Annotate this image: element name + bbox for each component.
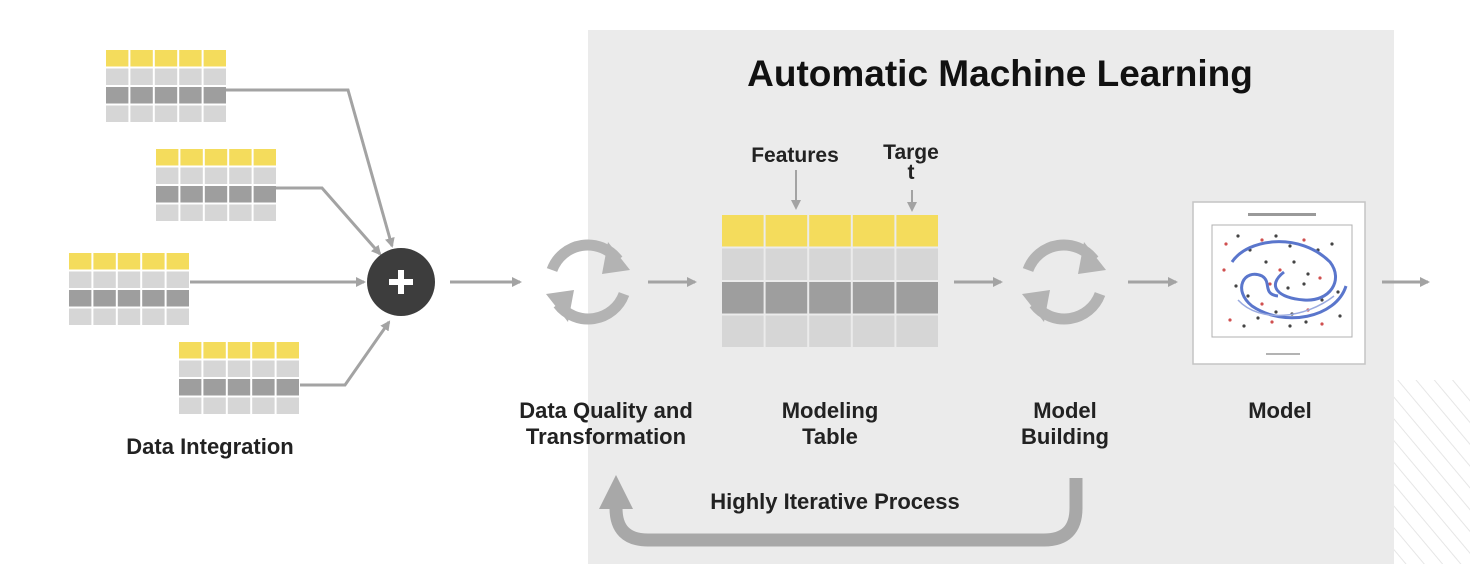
source-tables [69, 50, 299, 414]
scatter-plot-thumbnail [1192, 201, 1366, 365]
modeling-table [722, 215, 938, 347]
model-building-label: Model Building [1021, 398, 1109, 450]
modeling-table-grid [722, 215, 938, 347]
model-label: Model [1248, 398, 1312, 423]
features-label: Features [751, 144, 839, 167]
iterative-loop-arrow [599, 475, 1083, 547]
refresh-cycle-icon [546, 239, 630, 325]
data-integration-label: Data Integration [126, 434, 294, 459]
data-quality-label: Data Quality and Transformation [519, 398, 693, 450]
source-table-1 [106, 50, 226, 122]
source-table-3 [69, 253, 189, 325]
modeling-table-label: Modeling Table [781, 398, 879, 450]
background-hatch [1392, 380, 1470, 564]
target-label: Targe t [883, 141, 939, 184]
source-table-4 [179, 342, 299, 414]
page-title: Automatic Machine Learning [747, 53, 1253, 94]
source-table-2 [156, 149, 276, 221]
connector-table-4 [300, 320, 391, 387]
iterative-process-label: Highly Iterative Process [710, 489, 960, 514]
refresh-cycle-icon [1022, 239, 1106, 325]
connector-table-2 [276, 186, 382, 256]
plus-circle-icon [367, 248, 435, 316]
connector-table-1 [226, 88, 395, 248]
